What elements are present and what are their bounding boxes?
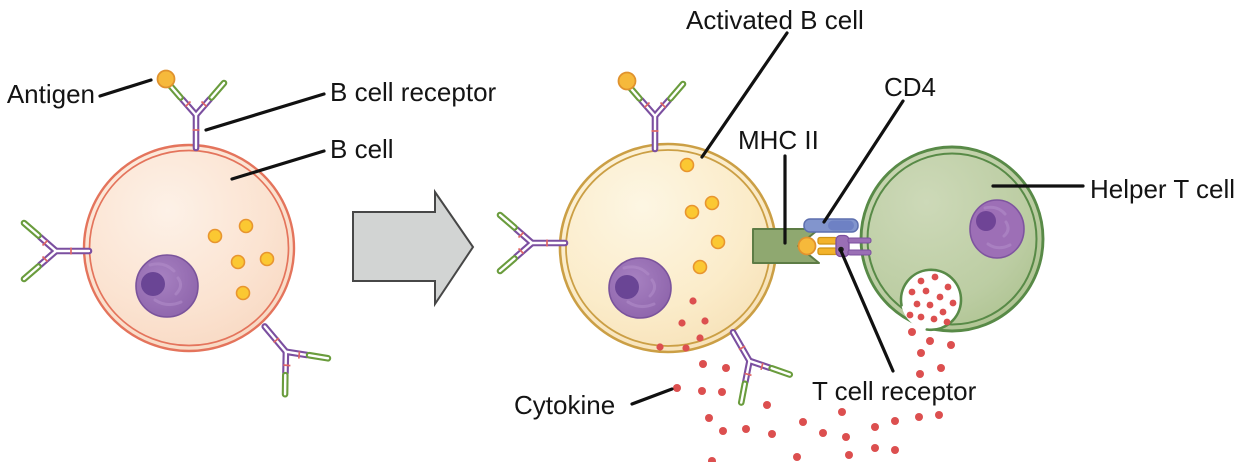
b-cell <box>24 69 328 395</box>
activated-b-cell-nucleus <box>608 257 672 319</box>
b-cell-receptor <box>168 83 224 148</box>
b-cell-nucleolus <box>141 272 165 296</box>
cytokine-vesicle <box>899 268 963 332</box>
presented-antigen-particle <box>797 236 817 256</box>
b-cell-receptor <box>24 223 89 279</box>
cd4-label: CD4 <box>884 72 936 102</box>
b-cell-leader-line <box>230 149 326 181</box>
helper-t-cell-label: Helper T cell <box>1090 174 1235 204</box>
helper-t-cell <box>859 145 1045 333</box>
activated-b-cell-label: Activated B cell <box>686 5 864 35</box>
activated-b-cell-cytokine-dots <box>656 297 709 352</box>
transition-arrow <box>352 188 475 308</box>
helper-t-cell-nucleus <box>969 199 1025 259</box>
b-cell-receptor-leader-line <box>204 92 326 132</box>
t-cell-receptor-leader-line <box>839 249 895 373</box>
b-cell-nucleus <box>135 254 199 318</box>
vesicle-cytokine-dots <box>906 273 957 326</box>
cytokine-label: Cytokine <box>514 390 615 420</box>
activated-b-cell <box>500 71 790 403</box>
antigen-particle <box>617 71 637 91</box>
helper-t-cell-nucleolus <box>976 211 996 231</box>
cd4-leader-line <box>822 99 905 224</box>
t-cell-receptor-label: T cell receptor <box>812 376 977 406</box>
b-cell-receptor-label: B cell receptor <box>330 77 497 107</box>
b-cell-vesicle-dots <box>207 218 275 301</box>
cytokine-leader-line <box>630 387 674 406</box>
activated-b-cell-receptor <box>500 215 565 271</box>
cytokine-dots <box>673 328 955 462</box>
mhc-ii-label: MHC II <box>738 125 819 155</box>
activated-b-cell-vesicle-dots <box>679 157 726 275</box>
antigen-label: Antigen <box>7 79 95 109</box>
antigen-leader-line <box>98 78 153 98</box>
activated-b-cell-nucleolus <box>615 275 639 299</box>
cd4-molecule <box>803 218 859 233</box>
b-cell-label: B cell <box>330 134 394 164</box>
antigen-particle <box>156 69 176 89</box>
activated-b-cell-receptor <box>627 84 683 149</box>
activated-b-cell-leader-line <box>700 31 789 159</box>
